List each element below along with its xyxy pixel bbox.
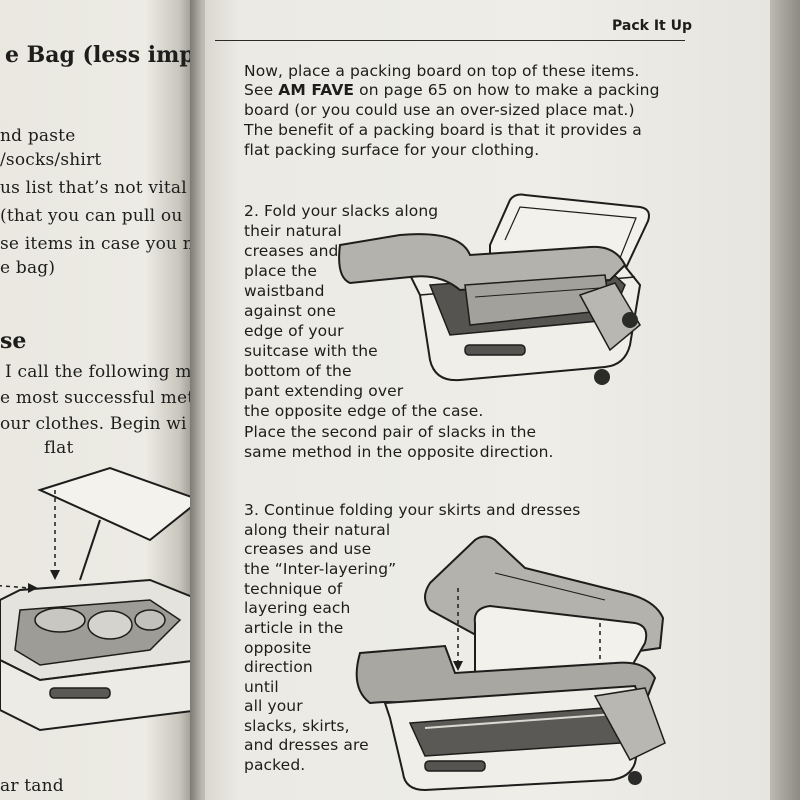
step3-line: creases and use <box>244 540 372 558</box>
left-text-line: ar tand <box>0 776 64 796</box>
step2-line: same method in the opposite direction. <box>244 443 554 461</box>
intro-line: Now, place a packing board on top of the… <box>244 62 640 80</box>
step2-line: suitcase with the <box>244 342 378 360</box>
step3-line: the “Inter-layering” <box>244 560 397 578</box>
left-text-line: us list that’s not vital to yo <box>0 178 192 198</box>
left-text-line: flat <box>44 438 74 458</box>
step2-line: creases and <box>244 242 339 260</box>
suitcase-with-packing-board <box>0 460 192 760</box>
step3-line: technique of <box>244 580 343 598</box>
step3-line: 3. Continue folding your skirts and dres… <box>244 501 581 519</box>
step2-line: waistband <box>244 282 325 300</box>
step3-line: and dresses are <box>244 736 369 754</box>
step3-line: direction <box>244 658 313 676</box>
step3-line: until <box>244 678 279 696</box>
left-text-line: nd paste <box>0 126 76 146</box>
step3-line: slacks, skirts, <box>244 717 350 735</box>
step2-line: pant extending over <box>244 382 404 400</box>
suitcase-with-interlayered-clothes <box>345 528 670 798</box>
step2-line: 2. Fold your slacks along <box>244 202 439 220</box>
left-text-line: /socks/shirt <box>0 150 102 170</box>
suitcase-with-folded-slacks <box>340 185 660 385</box>
step2-line: place the <box>244 262 317 280</box>
left-heading-case: se <box>0 328 27 354</box>
left-heading-bag: e Bag (less impo <box>5 42 192 68</box>
step3-line: all your <box>244 697 303 715</box>
step2-line: Place the second pair of slacks in the <box>244 423 537 441</box>
intro-line: flat packing surface for your clothing. <box>244 141 540 159</box>
left-text-line: e bag) <box>0 258 56 278</box>
step2-line: their natural <box>244 222 342 240</box>
intro-line: See AM FAVE on page 65 on how to make a … <box>244 81 660 99</box>
header-rule <box>215 40 685 41</box>
step2-line: bottom of the <box>244 362 352 380</box>
step2-line: edge of your <box>244 322 344 340</box>
page-edge <box>770 0 800 800</box>
left-text-line: (that you can pull ou <box>0 206 183 226</box>
left-text-line: e most successful metho <box>0 388 192 408</box>
left-text-line: I call the following meth <box>5 362 192 382</box>
left-text-line: our clothes. Begin wi <box>0 414 187 434</box>
left-page: e Bag (less impo nd paste /socks/shirt u… <box>0 0 192 800</box>
intro-line: The benefit of a packing board is that i… <box>244 121 642 139</box>
left-text-line: se items in case you ne <box>0 234 192 254</box>
step3-line: layering each <box>244 599 351 617</box>
step3-line: article in the <box>244 619 344 637</box>
am-fave-reference: AM FAVE <box>278 81 355 99</box>
step3-line: along their natural <box>244 521 391 539</box>
step3-line: opposite <box>244 639 312 657</box>
step2-line: against one <box>244 302 336 320</box>
running-head: Pack It Up <box>612 18 692 34</box>
intro-line: board (or you could use an over-sized pl… <box>244 101 635 119</box>
step2-line: the opposite edge of the case. <box>244 402 484 420</box>
step3-line: packed. <box>244 756 306 774</box>
